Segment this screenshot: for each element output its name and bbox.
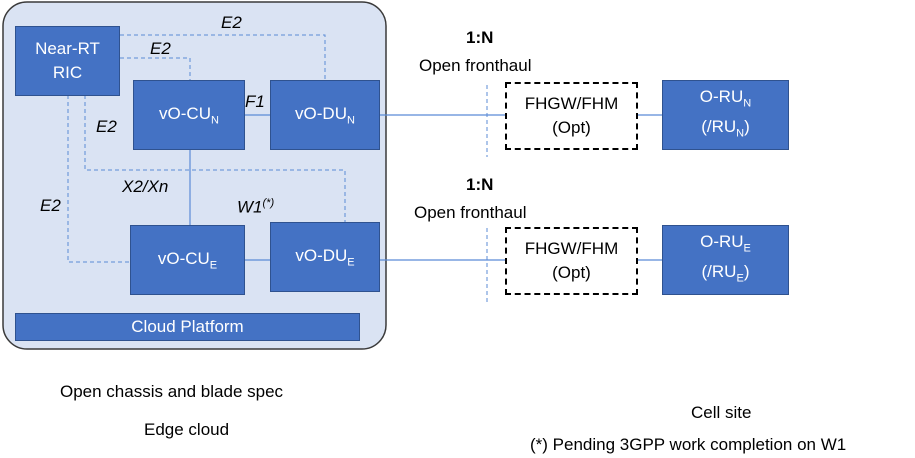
fhgw-box-bottom[interactable]: FHGW/FHM (Opt) [505, 227, 638, 295]
cloud-platform-label: Cloud Platform [131, 317, 244, 336]
edge-cloud-caption: Edge cloud [144, 420, 230, 439]
near-rt-ric-node[interactable]: Near-RT RIC [15, 26, 120, 96]
vo-cu-n-node[interactable]: vO-CUN [133, 80, 245, 150]
fronthaul-ratio-top: 1:N [466, 28, 494, 47]
fhgw-bottom-line1: FHGW/FHM [524, 239, 619, 258]
vo-du-e-node[interactable]: vO-DUE [270, 222, 380, 292]
fhgw-top-line1: FHGW/FHM [524, 94, 619, 113]
e2-label-top: E2 [221, 13, 242, 32]
fhgw-box-top[interactable]: FHGW/FHM (Opt) [505, 82, 638, 150]
e2-link-ric-cu-n [120, 57, 191, 80]
cloud-platform-bar[interactable]: Cloud Platform [15, 313, 360, 341]
ric-line1: Near-RT [35, 39, 100, 58]
vo-du-n-node[interactable]: vO-DUN [270, 80, 380, 150]
vo-du-n-label: vO-DUN [295, 103, 355, 127]
vo-du-e-label: vO-DUE [295, 245, 355, 269]
ru-e-label: (/RUE) [701, 262, 750, 285]
e2-label-left: E2 [96, 117, 117, 136]
fhgw-top-line2: (Opt) [552, 118, 591, 137]
ru-n-label: (/RUN) [701, 117, 750, 140]
fronthaul-ratio-bottom: 1:N [466, 175, 494, 194]
vo-cu-e-node[interactable]: vO-CUE [130, 225, 245, 295]
e2-link-ric-du-n [120, 34, 326, 80]
vo-cu-e-label: vO-CUE [157, 248, 218, 272]
e2-link-ric-du-e [84, 95, 346, 222]
fronthaul-label-top: Open fronthaul [419, 56, 532, 75]
o-ru-e-node[interactable]: O-RUE (/RUE) [662, 225, 789, 295]
footnote-w1: (*) Pending 3GPP work completion on W1 [530, 435, 847, 454]
w1-label: W1(*) [237, 197, 275, 217]
fhgw-bottom-line2: (Opt) [552, 263, 591, 282]
cell-site-caption: Cell site [691, 403, 752, 422]
e2-label-low: E2 [40, 196, 61, 215]
o-ru-e-label: O-RUE [700, 231, 751, 254]
o-ru-n-node[interactable]: O-RUN (/RUN) [662, 80, 789, 150]
x2-xn-label: X2/Xn [122, 177, 169, 196]
e2-label-mid: E2 [150, 39, 171, 58]
ric-line2: RIC [52, 63, 83, 82]
vo-cu-n-label: vO-CUN [159, 103, 219, 127]
fronthaul-label-bottom: Open fronthaul [414, 203, 527, 222]
chassis-caption: Open chassis and blade spec [60, 382, 284, 401]
o-ru-n-label: O-RUN [699, 86, 752, 109]
f1-label: F1 [245, 92, 265, 111]
